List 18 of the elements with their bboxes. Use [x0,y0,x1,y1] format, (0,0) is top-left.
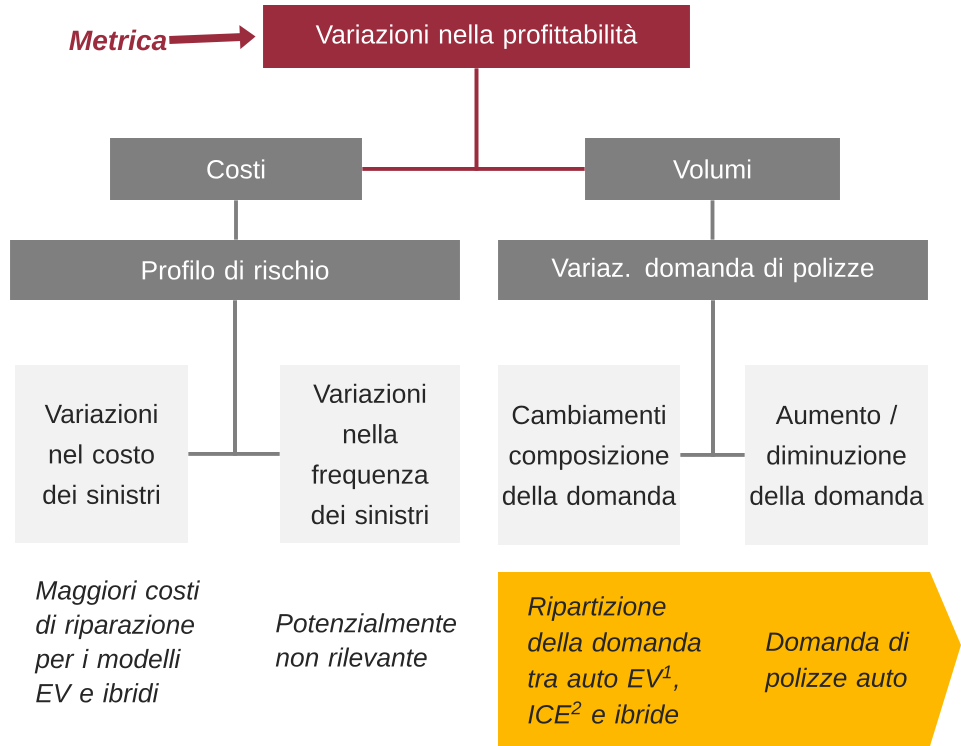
metric-label: Metrica [69,30,166,50]
subcategory-box: Variaz. domanda di polizze [498,240,928,300]
connector-line [710,200,714,240]
note-text: Maggiori costi di riparazione per i modelli EV e ibridi [34,580,200,702]
chevron-band: Ripartizione della domanda tra auto EV$^{1}$, ICE$^{2}$ e ibride Domanda di polizze auto [498,572,961,746]
category-box: Costi [110,138,362,200]
factor-box: Aumento / diminuzione della domanda [745,365,928,545]
factor-box: Cambiamenti composizione della domanda [498,365,680,545]
factor-box: Variazioni nella frequenza dei sinistri [280,365,460,543]
subcategory-box: Profilo di rischio [10,240,460,300]
connector-line [711,300,745,457]
category-box: Volumi [585,138,840,200]
note-text: Potenzialmente non rilevante [276,613,456,667]
connector-line [234,200,238,240]
connector-line [474,68,585,171]
connector-line [233,300,280,456]
factor-box: Variazioni nel costo dei sinistri [15,365,188,543]
title-box: Variazioni nella profittabilità [263,5,690,68]
